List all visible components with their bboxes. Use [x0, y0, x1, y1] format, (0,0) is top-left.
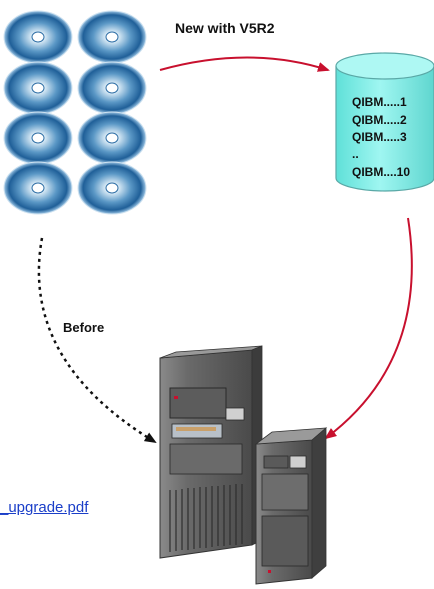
new-path-arrow: [159, 56, 330, 72]
database-cylinder-icon: QIBM.....1 QIBM.....2 QIBM.....3 .. QIBM…: [335, 52, 434, 192]
cd-disc-icon: [3, 61, 73, 115]
cd-disc-icon: [3, 161, 73, 215]
server-tower-icon: [159, 345, 328, 585]
install-arrow: [324, 217, 413, 440]
cd-stack: [3, 10, 147, 215]
library-item: QIBM....10: [352, 165, 410, 179]
library-item: QIBM.....3: [352, 130, 407, 144]
cd-disc-icon: [3, 10, 73, 64]
cd-disc-icon: [77, 61, 147, 115]
before-path-arrow: [37, 237, 157, 444]
cd-disc-icon: [3, 111, 73, 165]
cd-disc-icon: [77, 111, 147, 165]
new-with-label: New with V5R2: [175, 20, 275, 36]
library-item: QIBM.....1: [352, 95, 407, 109]
upgrade-pdf-link[interactable]: _upgrade.pdf: [0, 499, 89, 516]
cd-disc-icon: [77, 161, 147, 215]
library-item: ..: [352, 147, 359, 161]
cd-disc-icon: [77, 10, 147, 64]
before-label: Before: [63, 320, 104, 335]
library-item: QIBM.....2: [352, 113, 407, 127]
